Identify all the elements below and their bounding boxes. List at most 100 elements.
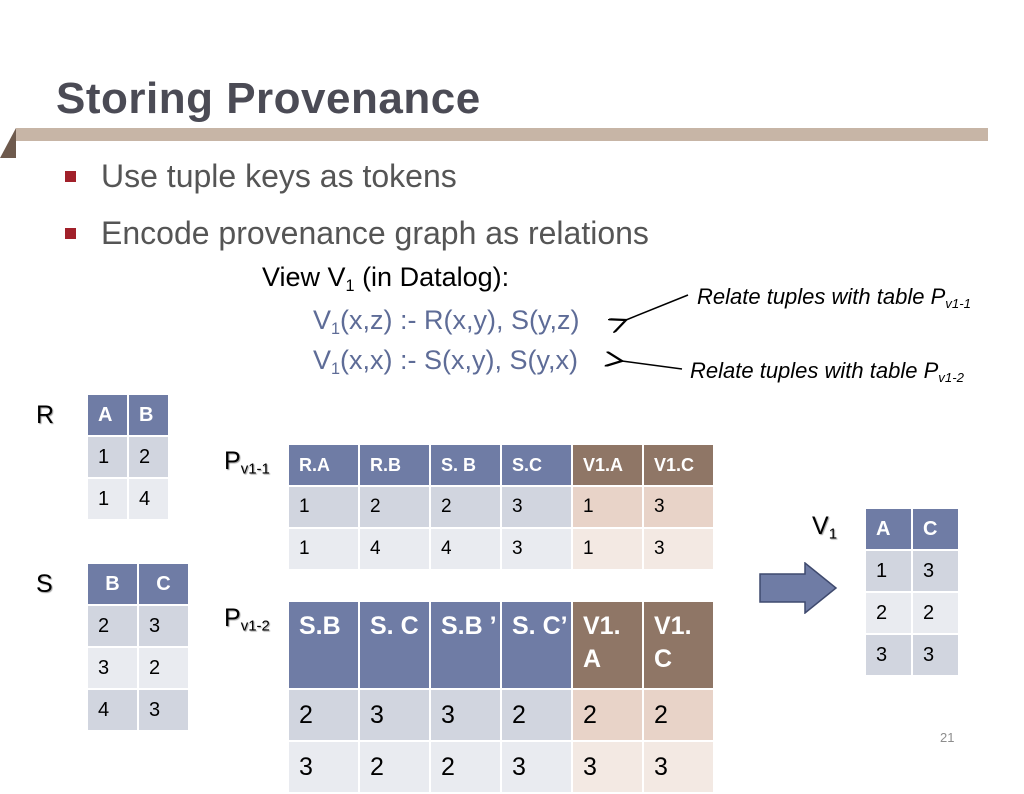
- table-cell: 2: [864, 591, 913, 635]
- table-cell: 1: [864, 549, 913, 593]
- table-cell: 2: [287, 688, 360, 742]
- table-cell: 3: [137, 688, 190, 732]
- table-row: 1 2 2 3 1 3: [287, 485, 715, 529]
- table-row: 3 3: [864, 633, 960, 677]
- table-header-cell: C: [911, 507, 960, 551]
- table-cell: 4: [127, 477, 170, 521]
- page-number: 21: [940, 730, 955, 745]
- table-cell: 3: [358, 688, 431, 742]
- label-main: P: [224, 604, 241, 632]
- table-cell: 4: [86, 688, 139, 732]
- view-heading-suffix: (in Datalog):: [354, 262, 510, 292]
- rule-head: V: [313, 345, 332, 375]
- table-header-cell: C: [137, 562, 190, 606]
- table-cell: 1: [287, 527, 360, 571]
- table-cell: 2: [358, 485, 431, 529]
- datalog-rule-2: V1(x,x) :- S(x,y), S(y,x): [313, 345, 578, 379]
- table-cell: 1: [86, 435, 129, 479]
- table-cell: 1: [571, 485, 644, 529]
- table-pv1-1: R.A R.B S. B S.C V1.A V1.C 1 2 2 3 1 3 1…: [287, 443, 715, 571]
- annotation-arrows: [0, 294, 689, 370]
- table-header-cell: A: [864, 507, 913, 551]
- table-r: A B 1 2 1 4: [86, 393, 170, 521]
- table-row: 1 4 4 3 1 3: [287, 527, 715, 571]
- table-cell: 2: [429, 740, 502, 794]
- view-heading-sub: 1: [345, 276, 355, 295]
- rule-sub: 1: [331, 359, 341, 378]
- rule-body: (x,x) :- S(x,y), S(y,x): [340, 345, 578, 375]
- label-sub: 1: [828, 525, 838, 543]
- table-s: B C 2 3 3 2 4 3: [86, 562, 190, 732]
- table-cell: 3: [500, 485, 573, 529]
- table-cell: 2: [86, 604, 139, 648]
- table-cell: 3: [500, 740, 573, 794]
- table-header-cell: S.B ’: [429, 600, 502, 690]
- table-row: 1 4: [86, 477, 170, 521]
- arrow-to-rule-2: [622, 361, 683, 370]
- table-pv1-2: S.B S. C S.B ’ S. C’ V1. A V1. C 2 3 3 2…: [287, 600, 715, 794]
- table-header-cell: S. B: [429, 443, 502, 487]
- table-cell: 2: [127, 435, 170, 479]
- bullet-marker: [65, 228, 76, 239]
- table-cell: 2: [500, 688, 573, 742]
- table-cell: 4: [429, 527, 502, 571]
- table-row: 3 2: [86, 646, 190, 690]
- block-arrow-icon: [759, 562, 838, 614]
- table-label-s: S: [36, 570, 53, 598]
- table-label-p2: Pv1-2: [224, 604, 270, 635]
- view-heading-prefix: View V: [262, 262, 346, 292]
- bullet-text: Encode provenance graph as relations: [101, 215, 649, 251]
- table-header-cell: V1. C: [642, 600, 715, 690]
- table-label-v1: V1: [812, 512, 837, 543]
- label-sub: v1-2: [240, 617, 270, 635]
- table-cell: 3: [642, 740, 715, 794]
- table-cell: 3: [287, 740, 360, 794]
- annotation-note-2: Relate tuples with table Pv1-2: [690, 358, 964, 385]
- table-cell: 2: [137, 646, 190, 690]
- table-label-p1: Pv1-1: [224, 447, 270, 478]
- table-row: 1 3: [864, 549, 960, 593]
- table-header-cell: S. C’: [500, 600, 573, 690]
- table-cell: 1: [571, 527, 644, 571]
- table-header-cell: R.A: [287, 443, 360, 487]
- table-header-cell: S. C: [358, 600, 431, 690]
- table-v1: A C 1 3 2 2 3 3: [864, 507, 960, 677]
- table-header-cell: V1. A: [571, 600, 644, 690]
- table-label-r: R: [36, 401, 55, 429]
- label-sub: v1-1: [240, 460, 270, 478]
- bullet-item: Encode provenance graph as relations: [65, 215, 649, 252]
- table-header-cell: B: [127, 393, 170, 437]
- table-cell: 4: [358, 527, 431, 571]
- table-row: 2 3 3 2 2 2: [287, 688, 715, 742]
- datalog-rule-1: V1(x,z) :- R(x,y), S(y,z): [313, 305, 580, 339]
- table-cell: 3: [911, 549, 960, 593]
- table-header-cell: A: [86, 393, 129, 437]
- view-heading: View V1 (in Datalog):: [262, 262, 509, 296]
- label-main: P: [224, 447, 241, 475]
- note-text: Relate tuples with table P: [697, 284, 946, 309]
- rule-head: V: [313, 305, 332, 335]
- arrow-to-rule-1: [626, 294, 689, 320]
- table-cell: 3: [429, 688, 502, 742]
- table-cell: 3: [500, 527, 573, 571]
- table-header-cell: S.C: [500, 443, 573, 487]
- bullet-item: Use tuple keys as tokens: [65, 158, 457, 195]
- note-sub: v1-2: [938, 369, 964, 385]
- table-header-cell: V1.C: [642, 443, 715, 487]
- note-text: Relate tuples with table P: [690, 358, 939, 383]
- table-row: 2 2: [864, 591, 960, 635]
- table-header-cell: S.B: [287, 600, 360, 690]
- bullet-text: Use tuple keys as tokens: [101, 158, 457, 194]
- table-header-cell: V1.A: [571, 443, 644, 487]
- table-cell: 2: [642, 688, 715, 742]
- table-row: 4 3: [86, 688, 190, 732]
- table-cell: 3: [642, 485, 715, 529]
- table-cell: 2: [429, 485, 502, 529]
- rule-sub: 1: [331, 319, 341, 338]
- table-row: 3 2 2 3 3 3: [287, 740, 715, 794]
- table-cell: 3: [86, 646, 139, 690]
- bullet-marker: [65, 171, 76, 182]
- table-cell: 2: [911, 591, 960, 635]
- slide-title: Storing Provenance: [56, 74, 481, 123]
- rule-body: (x,z) :- R(x,y), S(y,z): [340, 305, 580, 335]
